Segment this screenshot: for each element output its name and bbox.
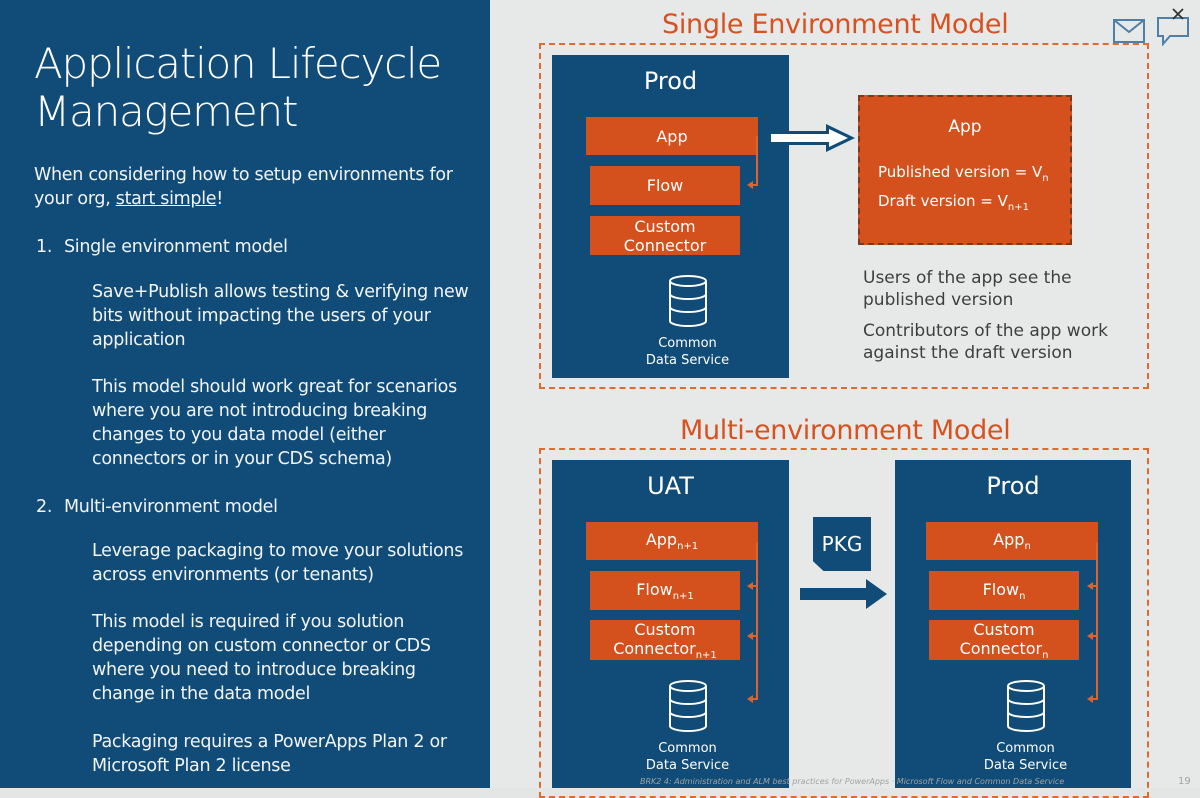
slide-title-line-1: Application Lifecycle [34,39,442,88]
published-app-box: App Published version = Vn Draft version… [858,95,1072,245]
single-prod-title: Prod [643,67,698,95]
single-database-icon [669,275,707,327]
single-feedback-arrow [747,136,758,189]
single-connector-line-1: Custom [634,216,696,236]
prod-connector-line-2: Connectorn [960,639,1049,661]
multi-prod-title: Prod [986,472,1040,500]
single-db-line-1: Common [658,336,717,351]
chat-icon[interactable] [1156,16,1190,46]
contributors-note: Contributors of the app work against the… [863,321,1108,363]
intro-pre: When considering how to setup environmen… [34,165,453,209]
left-panel: Application Lifecycle Management When co… [0,0,490,788]
uat-connector-line-1: Custom [634,619,696,639]
uat-db-label: Common Data Service [630,740,745,774]
page-number: 19 [1178,776,1191,787]
footer-text: BRK2 4: Administration and ALM best prac… [640,777,1065,786]
uat-title: UAT [647,472,694,500]
single-model-title: Single Environment Model [662,9,1009,40]
pkg-label: PKG [821,532,863,556]
uat-app-text: App [645,530,678,549]
prod-app-box: Appn [926,522,1098,560]
users-note: Users of the app see the published versi… [863,268,1072,310]
published-app-title: App [948,117,982,137]
uat-flow-label: Flown+1 [636,580,694,602]
published-version-text: Published version = V [878,163,1043,181]
prod-flow-label: Flown [983,580,1026,602]
uat-feedback-arrow [747,542,758,703]
uat-connector-text: Connector [613,638,696,658]
prod-app-sub: n [1024,541,1031,552]
uat-app-label: Appn+1 [646,530,698,552]
close-icon[interactable] [1172,8,1184,20]
arrow-right-icon [768,124,855,152]
item1-paragraph-1: Save+Publish allows testing & verifying … [92,282,469,350]
envelope-icon[interactable] [1113,19,1145,43]
intro-post: ! [216,189,223,209]
uat-flow-sub: n+1 [672,590,694,602]
start-simple-link: start simple [115,189,217,209]
item1-title: Single environment model [64,237,288,257]
single-app-label: App [656,126,688,146]
prod-connector-box: Custom Connectorn [929,619,1079,661]
slide-title-line-2: Management [34,87,298,136]
uat-db-line-2: Data Service [645,758,730,773]
uat-flow-text: Flow [636,579,673,599]
published-version-line: Published version = Vn [878,163,1049,184]
single-connector-line-2: Connector [623,235,707,255]
uat-database-icon [669,680,707,732]
pkg-arrow-icon [800,579,887,609]
single-db-line-2: Data Service [645,353,730,368]
single-model-frame [539,43,1149,389]
item2-paragraph-1: Leverage packaging to move your solution… [92,541,464,585]
prod-database-icon [1007,680,1045,732]
prod-db-label: Common Data Service [968,740,1083,774]
prod-app-text: App [993,530,1025,549]
prod-db-line-2: Data Service [983,758,1068,773]
uat-connector-line-2: Connectorn+1 [613,639,717,661]
uat-connector-sub: n+1 [695,649,717,661]
pkg-badge: PKG [813,517,871,571]
prod-flow-sub: n [1019,590,1026,602]
published-version-sub: n [1042,173,1049,184]
prod-connector-sub: n [1042,649,1049,661]
prod-connector-text: Connector [959,638,1043,658]
right-panel: Single Environment Model Prod App Flow C… [490,0,1200,798]
prod-feedback-arrow [1087,542,1098,703]
single-flow-box: Flow [590,166,740,205]
draft-version-text: Draft version = V [878,192,1008,210]
uat-flow-box: Flown+1 [590,571,740,610]
uat-app-box: Appn+1 [586,522,758,560]
single-connector-box: Custom Connector [590,216,740,255]
prod-db-line-1: Common [996,741,1055,756]
prod-connector-line-1: Custom [973,619,1035,639]
item1-paragraph-2: This model should work great for scenari… [92,377,457,469]
single-flow-label: Flow [646,176,684,195]
uat-app-sub: n+1 [677,541,699,552]
draft-version-sub: n+1 [1007,202,1029,213]
item2-title: Multi-environment model [64,497,278,517]
single-db-label: Common Data Service [630,335,745,369]
item2-paragraph-2: This model is required if you solution d… [92,612,431,704]
uat-connector-box: Custom Connectorn+1 [590,619,740,661]
prod-app-label: Appn [993,530,1031,552]
single-app-box: App [586,117,758,155]
slide-title: Application Lifecycle Management [34,40,474,136]
prod-flow-text: Flow [982,579,1020,599]
uat-db-line-1: Common [658,741,717,756]
item2-number: 2. [36,497,53,517]
draft-version-line: Draft version = Vn+1 [878,192,1029,213]
intro-text: When considering how to setup environmen… [34,163,474,211]
multi-model-title: Multi-environment Model [680,415,1011,446]
item2-paragraph-3: Packaging requires a PowerApps Plan 2 or… [92,732,447,776]
item1-number: 1. [36,237,53,257]
prod-flow-box: Flown [929,571,1079,610]
